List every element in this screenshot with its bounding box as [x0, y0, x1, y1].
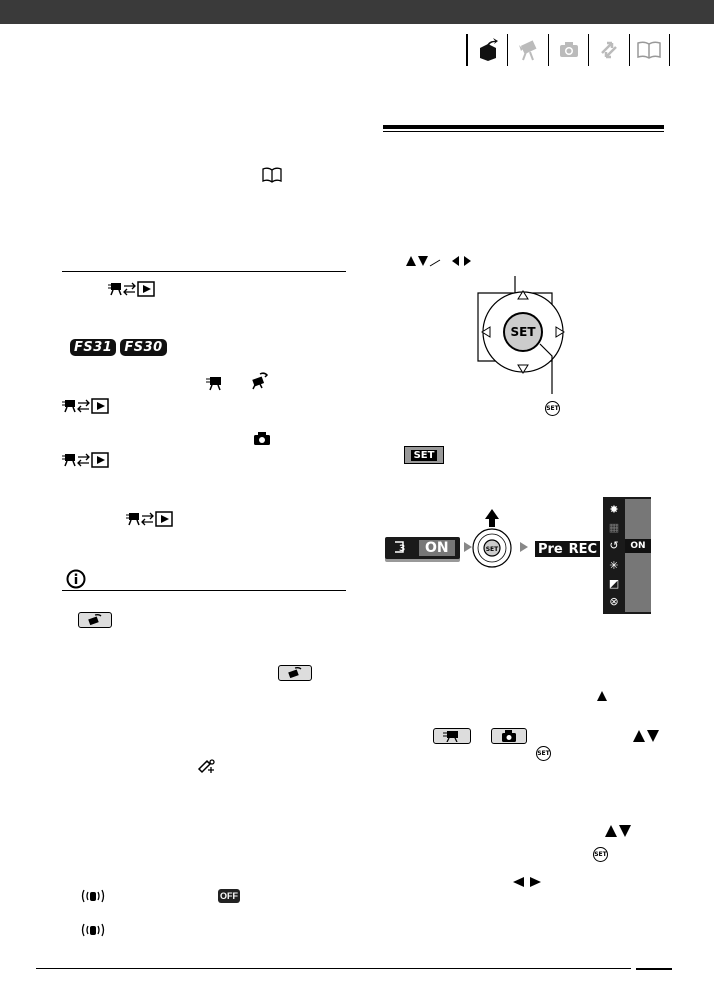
camcorder-icon	[519, 40, 537, 61]
video-mode-button	[433, 728, 471, 744]
joystick-leftright-icon	[513, 877, 541, 887]
svg-text:3: 3	[399, 544, 405, 554]
rec-label: REC	[568, 541, 598, 557]
notes-icon	[66, 569, 86, 589]
side-on-label: ON	[630, 541, 646, 551]
arrow-right-icon-2	[520, 542, 528, 552]
tab-additional-info[interactable]	[630, 34, 671, 66]
book-icon	[637, 41, 662, 59]
joystick-set-label: SET	[510, 325, 536, 339]
set-button-icon: SET	[545, 401, 560, 416]
model-badges: FS31 FS30	[70, 339, 167, 356]
video-mode-icon	[206, 377, 221, 391]
set-screen-badge: SET	[404, 446, 444, 464]
camera-icon	[559, 42, 578, 57]
scene-mode-icon	[197, 759, 215, 774]
photo-mode-icon	[254, 432, 270, 445]
footer-rule	[36, 968, 631, 969]
image-effects-icon: ✳	[609, 559, 619, 572]
svg-text:SET: SET	[486, 546, 499, 553]
model-badge-fs30: FS30	[120, 339, 167, 356]
tab-external-connections[interactable]	[589, 34, 630, 66]
pre-rec-label: Pre REC	[535, 541, 600, 557]
tab-video[interactable]	[508, 34, 549, 66]
tab-introduction[interactable]	[468, 34, 509, 66]
image-stabilizer-icon-2	[81, 923, 105, 937]
func-menu-panel: ✸ ▦ ↺ ✳ ◩ ⊗ ON	[603, 497, 651, 614]
set-button-icon-2: SET	[536, 746, 551, 761]
transfer-arrows-icon	[601, 41, 617, 59]
joystick-updown-icon	[633, 730, 659, 742]
joystick-updown-icon-2	[605, 825, 631, 837]
camera-play-icon-4	[126, 511, 173, 527]
arrow-up-icon	[597, 691, 607, 701]
book-reference-icon	[262, 167, 282, 183]
easy-mode-icon	[252, 372, 269, 390]
off-badge: OFF	[218, 889, 240, 903]
func-pill: 3 ON	[385, 537, 460, 559]
section-title-rule-thin	[383, 131, 664, 132]
left-section-rule	[62, 271, 346, 272]
arrow-right-icon	[464, 542, 472, 552]
joystick-arrows-icon	[406, 256, 471, 267]
image-stabilizer-icon	[81, 889, 105, 903]
exposure-icon: ◩	[608, 577, 620, 590]
joystick-small-diagram: SET	[472, 509, 512, 568]
photo-mode-button	[491, 728, 527, 744]
pre-label: Pre	[537, 541, 563, 557]
footer-rule-right	[636, 968, 672, 970]
tab-photos[interactable]	[549, 34, 590, 66]
model-badge-fs31: FS31	[70, 339, 117, 356]
section-tabs	[466, 34, 671, 66]
camera-play-icon-2	[62, 398, 109, 414]
camera-play-mode-icon	[108, 281, 155, 297]
header-bar	[0, 0, 714, 24]
func-pill-value: ON	[419, 540, 455, 556]
package-arrow-icon	[479, 38, 498, 61]
program-ae-icon: ✸	[609, 503, 619, 516]
focus-icon: ⊗	[609, 595, 619, 608]
notes-rule	[62, 590, 346, 591]
joystick-diagram: SET	[477, 276, 565, 394]
pre-rec-icon: 3	[395, 541, 405, 554]
white-balance-icon: ▦	[608, 521, 620, 534]
easy-mode-button-icon	[78, 612, 112, 628]
pre-rec-menu-icon: ↺	[609, 539, 619, 552]
section-title-rule	[383, 125, 664, 129]
set-button-icon-3: SET	[593, 847, 608, 862]
easy-mode-button-icon-2	[278, 665, 312, 681]
camera-play-icon-3	[62, 452, 109, 468]
